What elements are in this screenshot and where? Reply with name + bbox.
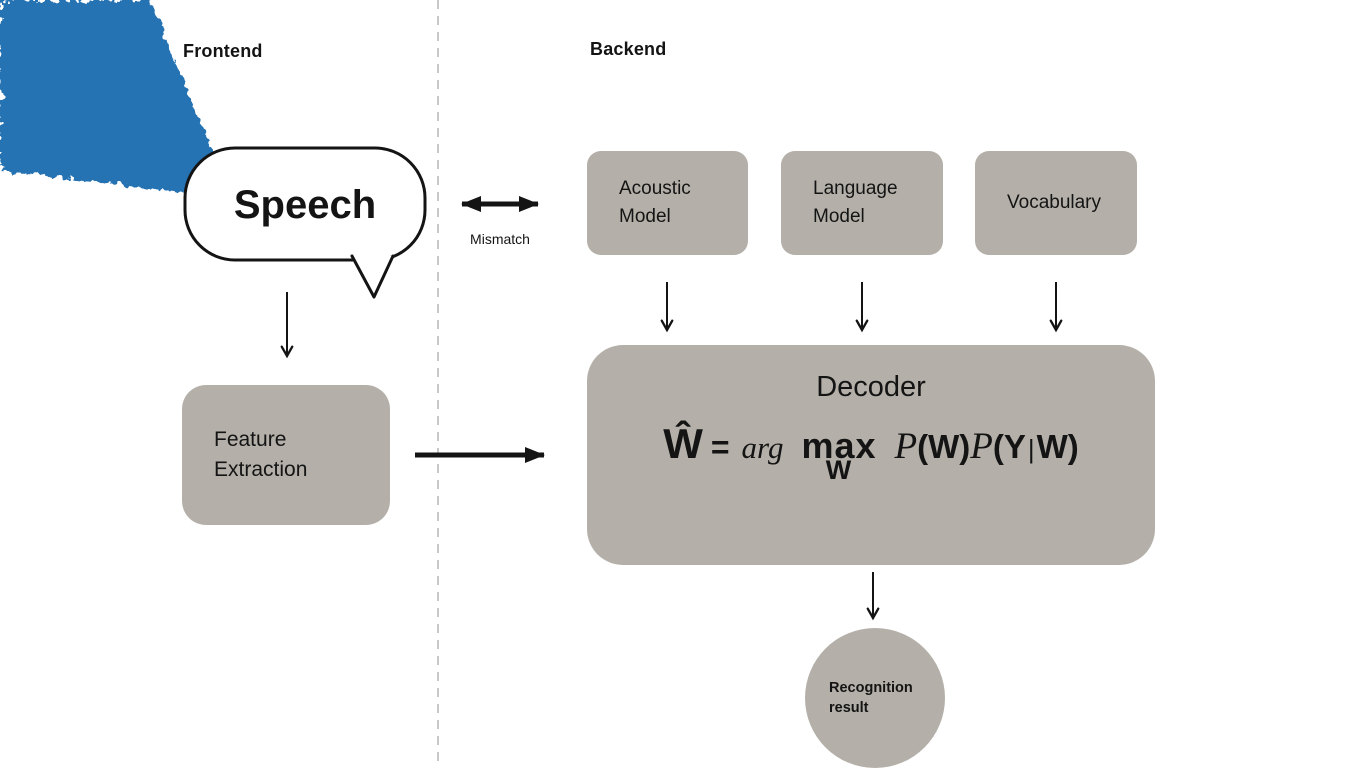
acoustic-model-node: Acoustic Model — [587, 151, 748, 255]
formula-arg: arg — [741, 430, 784, 465]
blue-spray-triangle — [0, 0, 232, 198]
decoder-formula: Ŵ = arg max W P (W) P (Y | W) — [587, 420, 1155, 485]
formula-pw: (W) — [917, 428, 971, 465]
language-model-node: Language Model — [781, 151, 943, 255]
formula-max-stack: max W — [801, 425, 877, 485]
formula-py: (Y — [992, 428, 1026, 465]
vocabulary-node: Vocabulary — [975, 151, 1137, 255]
formula-p2: P — [970, 426, 993, 467]
formula-conditional-bar: | — [1027, 434, 1035, 464]
formula-max-subscript: W — [825, 455, 853, 485]
speech-bubble-shape — [183, 146, 427, 299]
feature-extraction-label: Feature Extraction — [214, 427, 308, 481]
formula-w-close: W) — [1036, 428, 1079, 465]
recognition-result-node: Recognition result — [805, 628, 945, 768]
acoustic-model-label: Acoustic Model — [619, 178, 691, 227]
formula-p1: P — [894, 426, 918, 467]
feature-extraction-node: Feature Extraction — [182, 385, 390, 525]
frontend-section-label: Frontend — [183, 41, 263, 61]
recognition-result-label: Recognition result — [829, 679, 913, 716]
backend-section-label: Backend — [590, 39, 667, 59]
vocabulary-label: Vocabulary — [1007, 192, 1102, 214]
formula-w-hat: Ŵ — [663, 420, 703, 467]
speech-bubble-tail — [350, 254, 395, 299]
language-model-label: Language Model — [813, 178, 898, 227]
blue-triangle-shape — [0, 0, 232, 198]
speech-bubble-body — [183, 146, 427, 262]
formula-equals: = — [710, 429, 730, 465]
speech-node-label: Speech — [233, 182, 377, 227]
mismatch-label: Mismatch — [470, 231, 530, 247]
formula-max: max — [801, 425, 877, 466]
decoder-node: Decoder Ŵ = arg max W P (W) P (Y | W) — [587, 345, 1155, 565]
decoder-title: Decoder — [816, 371, 926, 403]
